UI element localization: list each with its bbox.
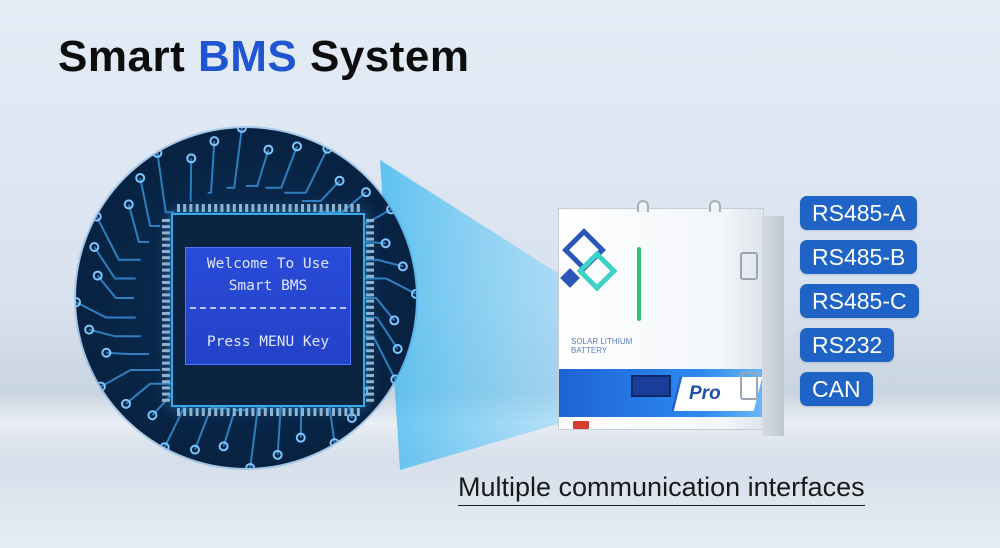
interface-badge-can: CAN (800, 372, 873, 406)
headline: Smart BMS System (58, 32, 470, 82)
caption: Multiple communication interfaces (458, 472, 865, 506)
battery-handle (740, 372, 758, 400)
battery-handle (740, 252, 758, 280)
interface-list: RS485-A RS485-B RS485-C RS232 CAN (800, 196, 919, 416)
power-terminal (573, 421, 589, 429)
interface-badge-rs485a: RS485-A (800, 196, 918, 230)
chip-die: Welcome To Use Smart BMS Press MENU Key (171, 213, 365, 407)
headline-word-smart: Smart (58, 32, 186, 81)
battery-product-image: SOLAR LITHIUM BATTERY Pro (558, 200, 764, 430)
lcd-line-prompt: Press MENU Key (206, 334, 330, 350)
pro-badge: Pro (689, 383, 721, 404)
bms-lcd-screen: Welcome To Use Smart BMS Press MENU Key (185, 247, 351, 365)
lcd-line-title: Smart BMS (228, 278, 308, 294)
interface-badge-rs485c: RS485-C (800, 284, 919, 318)
battery-display (631, 375, 671, 397)
battery-label: SOLAR LITHIUM BATTERY (571, 337, 633, 355)
headline-word-bms: BMS (197, 32, 298, 81)
battery-side-panel (762, 216, 784, 436)
mount-ear (709, 200, 721, 212)
logo-diamond-icon (560, 228, 618, 292)
mount-ear (637, 200, 649, 212)
interface-badge-rs485b: RS485-B (800, 240, 918, 274)
lcd-separator (190, 307, 346, 309)
interface-badge-rs232: RS232 (800, 328, 895, 362)
chip-magnifier: Welcome To Use Smart BMS Press MENU Key (76, 128, 416, 468)
status-light-bar (637, 247, 641, 321)
lcd-line-welcome: Welcome To Use (206, 256, 330, 272)
headline-word-system: System (309, 32, 470, 81)
